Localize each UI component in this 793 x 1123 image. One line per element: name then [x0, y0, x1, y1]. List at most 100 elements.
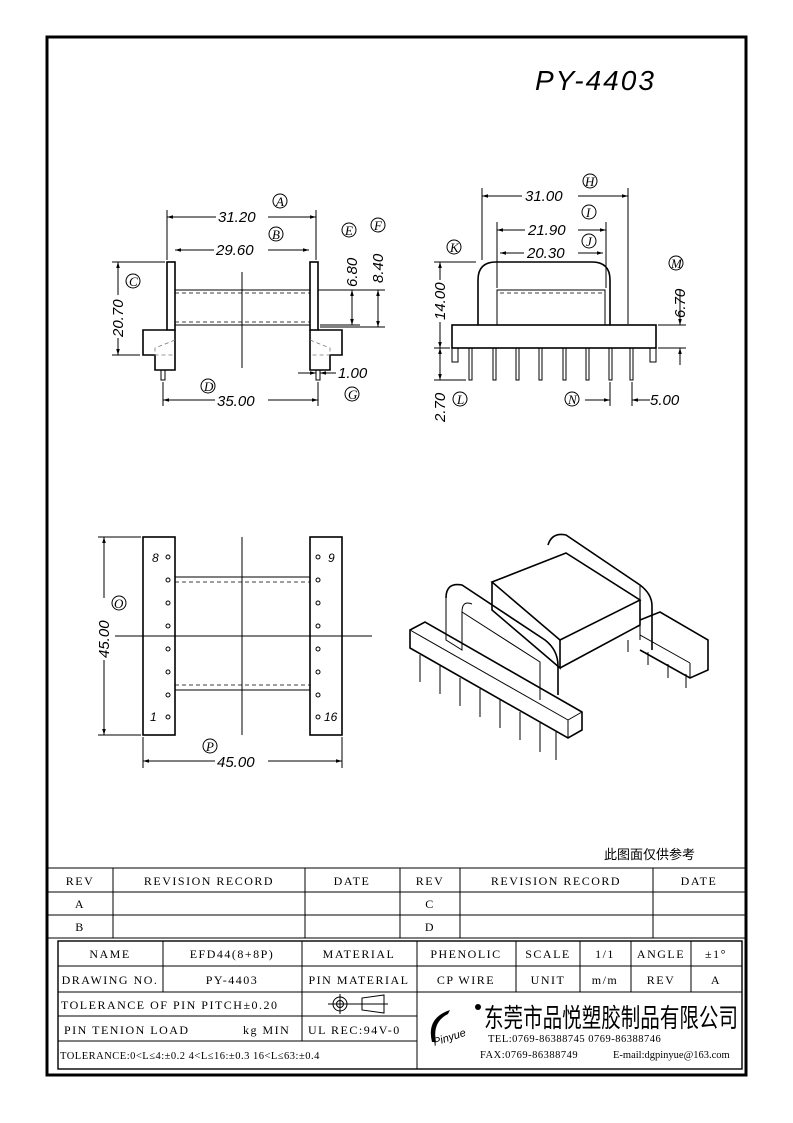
- company-name: 东莞市品悦塑胶制品有限公司: [484, 1004, 738, 1034]
- dim-o-value: 45.00: [96, 620, 113, 658]
- side_view-N-letter: N: [567, 392, 578, 407]
- iso-pins: [419, 655, 557, 760]
- label-b: B: [268, 226, 284, 242]
- label-n: N: [564, 391, 580, 407]
- title_block-pin_material_label: PIN MATERIAL: [309, 973, 410, 987]
- label-e: E: [341, 222, 357, 238]
- side_view-K-letter: K: [449, 240, 460, 255]
- sheet-border: [45, 35, 748, 1077]
- dim-k-value: 14.00: [432, 282, 449, 320]
- title_block-scale_value: 1/1: [595, 947, 615, 961]
- title_block-unit_label: UNIT: [531, 973, 566, 987]
- revision_table-headers-2: DATE: [334, 874, 371, 888]
- bottom_view-P-letter: P: [205, 739, 214, 754]
- pin-label-1: 1: [150, 710, 157, 724]
- revision_table-headers-0: REV: [66, 874, 95, 888]
- side_view-L-letter: L: [456, 392, 464, 407]
- dim-h-value: 31.00: [525, 188, 563, 205]
- revision-table: REV REVISION RECORD DATE REV REVISION RE…: [47, 867, 746, 939]
- reference-note: 此图面仅供参考: [604, 847, 695, 863]
- label-k: K: [446, 239, 462, 255]
- title_block-pin_material_value: CP WIRE: [437, 973, 495, 987]
- company-tel: TEL:0769-86388745 0769-86388746: [488, 1034, 661, 1045]
- dim-b-value: 29.60: [215, 242, 254, 259]
- dim-i-value: 21.90: [527, 222, 566, 239]
- side_view-H-letter: H: [584, 174, 595, 189]
- pin-label-8: 8: [152, 551, 159, 565]
- label-j: J: [581, 233, 597, 249]
- drawing-title: PY-4403: [535, 65, 656, 96]
- title_block-pin_pitch_tolerance: TOLERANCE OF PIN PITCH±0.20: [61, 998, 279, 1012]
- dim-l-value: 2.70: [432, 392, 449, 423]
- projection-symbol-icon: [328, 994, 388, 1014]
- title_block-unit_value: m/m: [592, 973, 619, 987]
- rev-b: B: [75, 920, 85, 934]
- dim-a-value: 31.20: [218, 209, 256, 226]
- title_block-scale_label: SCALE: [525, 947, 571, 961]
- dim-j-value: 20.30: [526, 245, 565, 262]
- bottom_view-O-letter: O: [114, 596, 124, 611]
- label-h: H: [582, 173, 598, 189]
- label-m: M: [668, 255, 684, 271]
- label-d: D: [200, 378, 216, 394]
- title_block-angle_label: ANGLE: [637, 947, 685, 961]
- side_view-M-letter: M: [670, 256, 683, 271]
- label-f: F: [370, 217, 386, 233]
- side_view-J-letter: J: [586, 234, 593, 249]
- rev-c: C: [425, 897, 435, 911]
- dim-c-value: 20.70: [110, 299, 127, 338]
- title_block-pin_tension_unit: kg MIN: [243, 1023, 290, 1037]
- front_view-D-letter: D: [203, 379, 214, 394]
- pin-label-16: 16: [324, 710, 338, 724]
- dim-e-value: 6.80: [344, 257, 361, 287]
- dim-p-value: 45.00: [217, 754, 255, 771]
- label-c: C: [125, 273, 141, 289]
- front_view-E-letter: E: [344, 223, 353, 238]
- front_view-G-letter: G: [348, 387, 358, 402]
- side-view: 31.00 21.90 20.30 14.00 2.70 6.70 5.00 H…: [432, 173, 689, 423]
- front-view: 31.20 29.60 20.70 6.80 8.40 35.00 1.00 A…: [110, 193, 387, 410]
- title_block-rev_value: A: [711, 973, 721, 987]
- title_block-pin_tension_label: PIN TENION LOAD: [64, 1023, 190, 1037]
- label-l: L: [452, 391, 468, 407]
- rev-d: D: [425, 920, 435, 934]
- front_view-F-letter: F: [373, 218, 383, 233]
- title_block-name_label: NAME: [89, 947, 130, 961]
- title_block-rev_label: REV: [647, 973, 676, 987]
- title-block: NAME EFD44(8+8P) MATERIAL PHENOLIC SCALE…: [57, 940, 743, 1070]
- title_block-company_logo_text: Pinyue: [432, 1027, 468, 1049]
- label-o: O: [111, 595, 127, 611]
- side-pins: [468, 347, 634, 381]
- front_view-C-letter: C: [129, 274, 138, 289]
- isometric-view: [409, 533, 709, 760]
- bottom-view: 8 9 1 16 45.00 45.00 O P: [96, 536, 372, 771]
- title_block-ul_rec: UL REC:94V-0: [308, 1023, 401, 1037]
- revision_table-headers-5: DATE: [681, 874, 718, 888]
- title_block-angle_value: ±1°: [705, 947, 727, 961]
- revision_table-headers-3: REV: [416, 874, 445, 888]
- title_block-material_label: MATERIAL: [323, 947, 396, 961]
- company-logo: Pinyue: [430, 1004, 481, 1049]
- drawing-number: PY-4403: [206, 973, 259, 987]
- label-a: A: [272, 193, 288, 209]
- side_view-I-letter: I: [585, 205, 591, 220]
- dim-d-value: 35.00: [217, 393, 255, 410]
- label-p: P: [202, 738, 218, 754]
- dim-n-value: 5.00: [650, 392, 680, 409]
- dim-m-value: 6.70: [672, 288, 689, 318]
- title_block-drawing_no_label: DRAWING NO.: [62, 973, 159, 987]
- revision_table-headers-1: REVISION RECORD: [144, 874, 274, 888]
- front_view-B-letter: B: [272, 227, 280, 242]
- company-fax: FAX:0769-86388749: [480, 1050, 578, 1061]
- dim-f-value: 8.40: [370, 253, 387, 283]
- title_block-material_value: PHENOLIC: [430, 947, 501, 961]
- label-i: I: [581, 204, 597, 220]
- rev-a: A: [75, 897, 85, 911]
- pin-label-9: 9: [328, 551, 335, 565]
- part-name: EFD44(8+8P): [190, 947, 275, 961]
- label-g: G: [344, 386, 360, 402]
- revision_table-headers-4: REVISION RECORD: [491, 874, 621, 888]
- pin-holes: [165, 554, 321, 720]
- front_view-A-letter: A: [275, 194, 284, 209]
